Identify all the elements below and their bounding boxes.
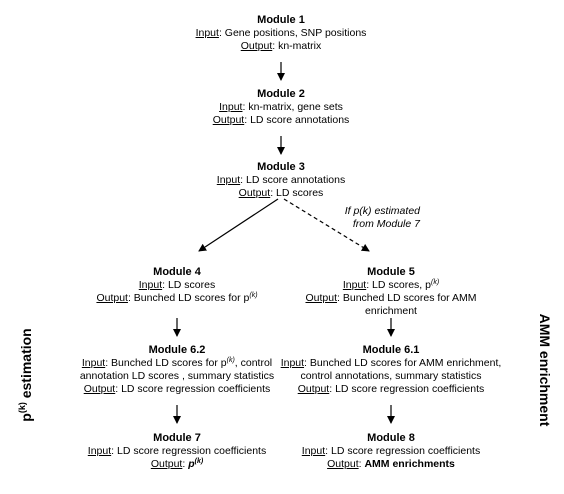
module-output: Output: Bunched LD scores for p(k) — [96, 292, 258, 304]
module-output: Output: AMM enrichments — [327, 458, 455, 470]
module-input: Input: Gene positions, SNP positions — [195, 27, 367, 39]
module-input-cont: control annotations, summary statistics — [300, 370, 482, 382]
module-output: Output: LD score regression coefficients — [297, 383, 485, 395]
module-1: Module 1 Input: Gene positions, SNP posi… — [141, 14, 421, 53]
module-output-cont: enrichment — [365, 305, 417, 317]
module-output: Output: Bunched LD scores for AMM — [305, 292, 477, 304]
module-input-cont: annotation LD scores , summary statistic… — [79, 370, 275, 382]
arrow-m3-m4 — [198, 198, 279, 252]
module-input: Input: LD scores — [138, 279, 216, 291]
module-input: Input: LD scores, p(k) — [342, 279, 440, 291]
module-input: Input: Bunched LD scores for AMM enrichm… — [280, 357, 502, 369]
side-label-pk-estimation: p(k) estimation — [17, 328, 34, 422]
module-output: Output: LD scores — [238, 187, 324, 199]
module-input: Input: LD score annotations — [216, 174, 346, 186]
module-output: Output: LD score annotations — [212, 114, 350, 126]
arrow-m3-m5-dashed — [283, 198, 370, 252]
module-input: Input: Bunched LD scores for p(k), contr… — [81, 357, 273, 369]
module-title: Module 6.2 — [148, 344, 206, 356]
module-8: Module 8 Input: LD score regression coef… — [276, 432, 506, 471]
module-title: Module 6.1 — [362, 344, 420, 356]
module-title: Module 8 — [367, 432, 415, 444]
module-input: Input: LD score regression coefficients — [87, 445, 267, 457]
module-output: Output: p(k) — [150, 458, 204, 470]
side-label-amm-enrichment: AMM enrichment — [537, 313, 553, 427]
module-title: Module 7 — [153, 432, 201, 444]
module-5: Module 5 Input: LD scores, p(k) Output: … — [276, 266, 506, 318]
module-2: Module 2 Input: kn-matrix, gene sets Out… — [141, 88, 421, 127]
module-title: Module 1 — [257, 14, 305, 26]
module-title: Module 5 — [367, 266, 415, 278]
module-output: Output: LD score regression coefficients — [83, 383, 271, 395]
module-7: Module 7 Input: LD score regression coef… — [57, 432, 297, 471]
module-input: Input: kn-matrix, gene sets — [219, 101, 343, 113]
branch-note: If p(k) estimated from Module 7 — [344, 205, 420, 230]
module-title: Module 2 — [257, 88, 305, 100]
module-output: Output: kn-matrix — [240, 40, 322, 52]
module-title: Module 4 — [153, 266, 201, 278]
module-6-1: Module 6.1 Input: Bunched LD scores for … — [271, 344, 511, 396]
module-input: Input: LD score regression coefficients — [301, 445, 481, 457]
module-6-2: Module 6.2 Input: Bunched LD scores for … — [52, 344, 302, 396]
module-title: Module 3 — [257, 161, 305, 173]
module-4: Module 4 Input: LD scores Output: Bunche… — [57, 266, 297, 305]
module-3: Module 3 Input: LD score annotations Out… — [141, 161, 421, 200]
